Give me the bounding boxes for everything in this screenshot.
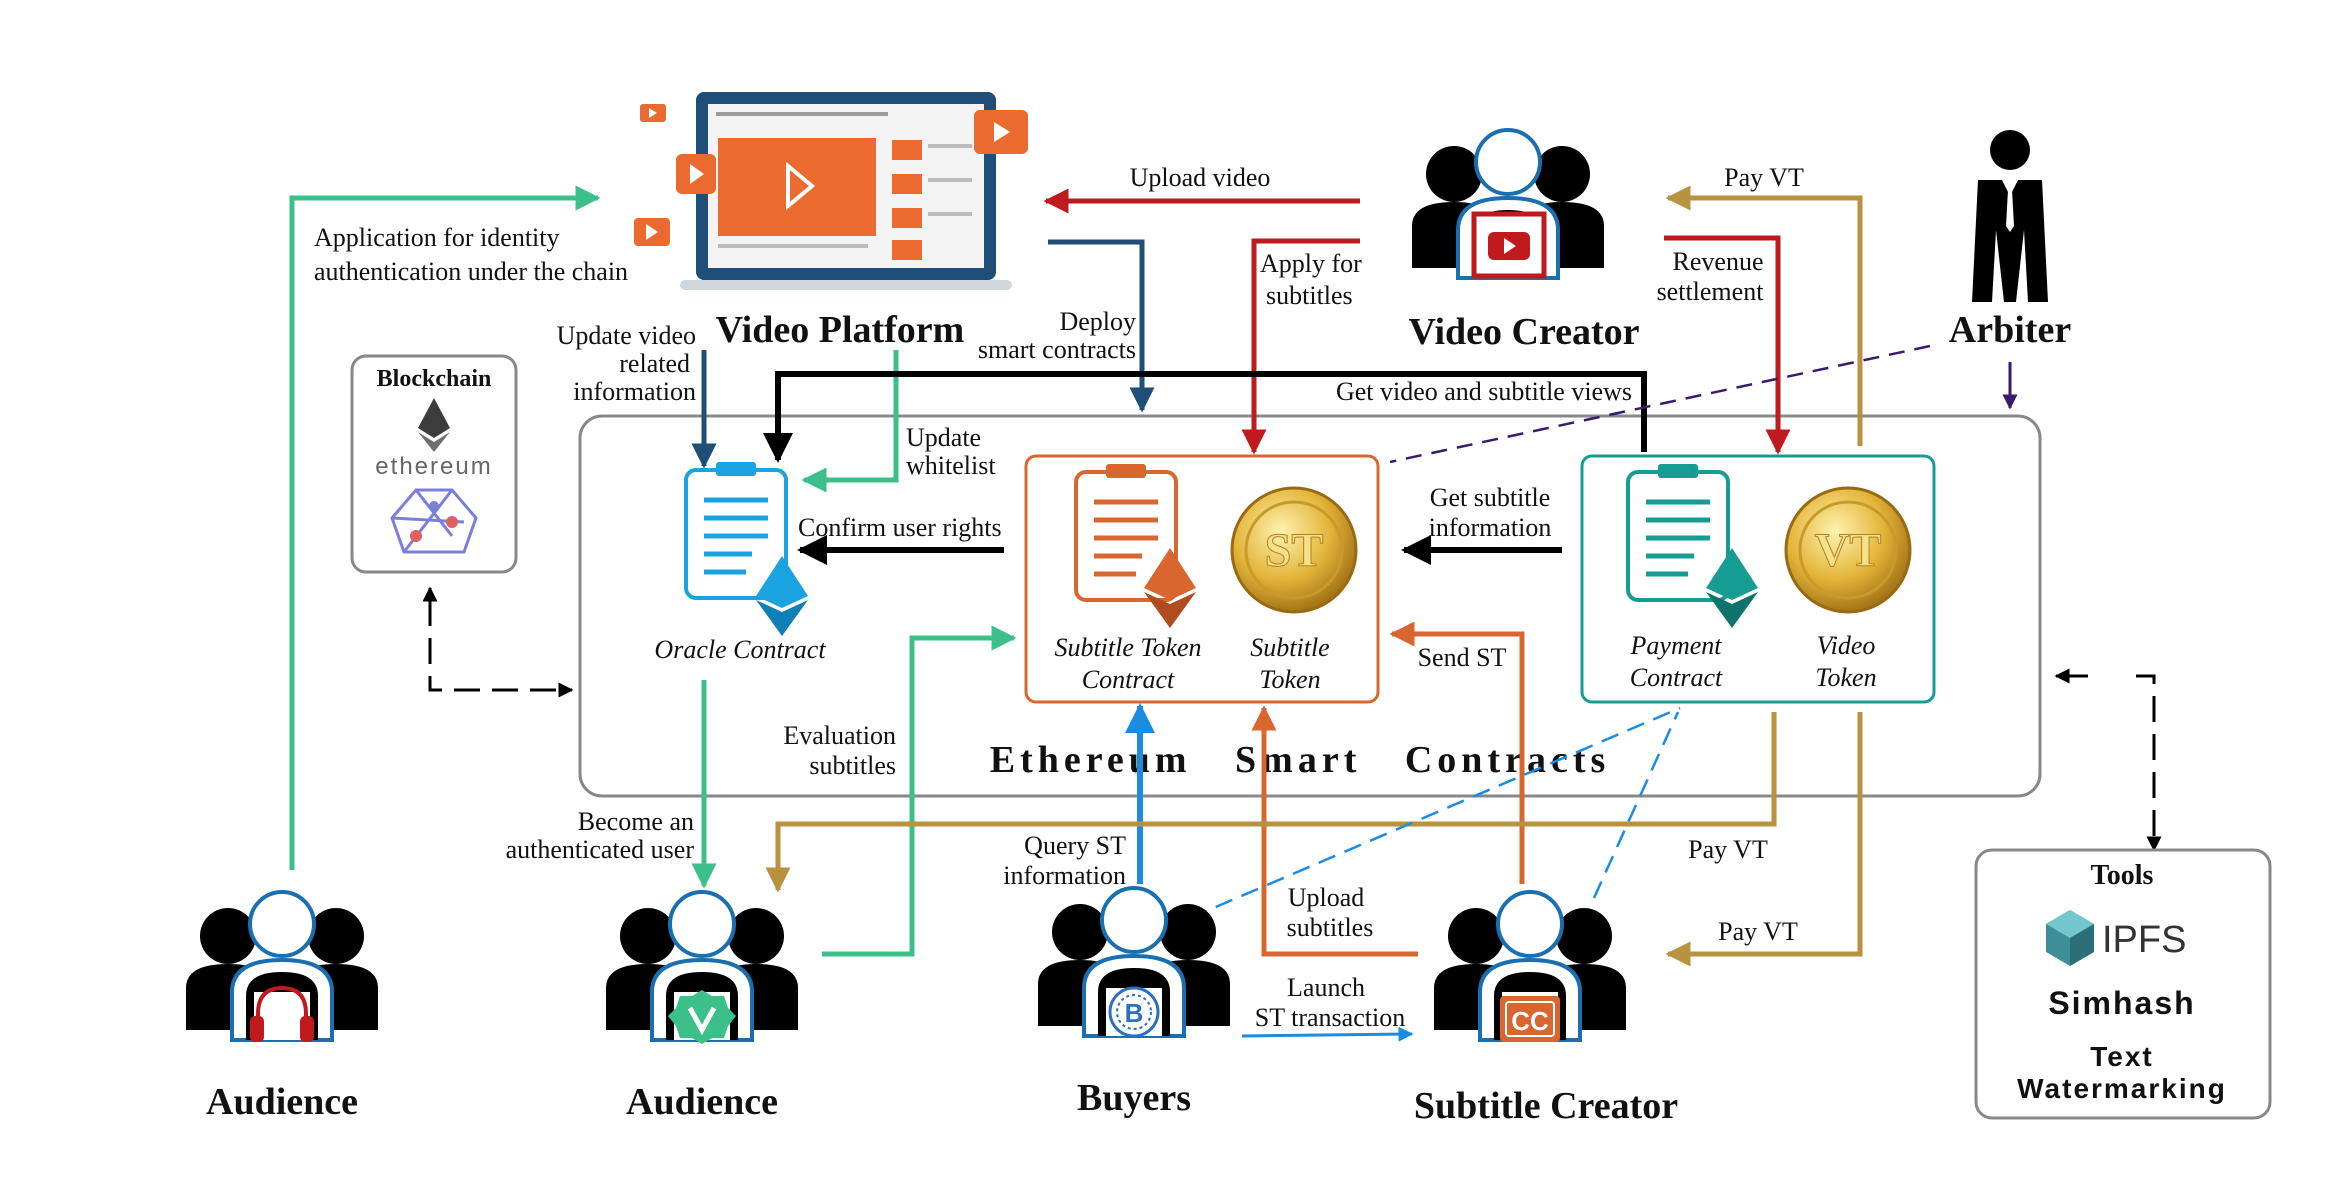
ipfs-cube-icon [2046,910,2094,966]
label-upload-subtitles-1: Upload [1288,883,1365,912]
vt-gold-coin-icon: VT [1784,486,1912,614]
label-update-video-3: information [573,377,696,406]
label-evaluation-2: subtitles [809,751,896,780]
ipfs-label: IPFS [2102,919,2186,961]
subtitle-creator-label: Subtitle Creator [1414,1085,1678,1127]
youtube-icon [1471,211,1547,279]
label-get-subtitle-info-1: Get subtitle [1430,483,1551,512]
label-revenue-1: Revenue [1673,247,1764,276]
edge-revenue-settlement [1664,235,1791,455]
edge-deploy-contracts [1048,239,1155,413]
edge-update-whitelist [801,350,899,493]
video-platform-label: Video Platform [716,309,965,351]
edge-buyers-dashed [1189,706,1681,920]
bitcoin-icon: B [1108,986,1160,1038]
video-creator-label: Video Creator [1408,311,1639,353]
label-app-identity-2: authentication under the chain [314,257,628,286]
edge-upload-subtitles [1251,705,1418,957]
label-pay-vt-mid: Pay VT [1688,835,1768,864]
label-pay-vt-bottom: Pay VT [1718,917,1798,946]
oracle-ether-diamond-icon [756,556,808,636]
vt-coin-text: VT [1815,524,1882,577]
label-update-whitelist-2: whitelist [906,451,996,480]
blockchain-title: Blockchain [377,366,492,392]
label-update-video-2: related [619,349,690,378]
label-confirm-rights: Confirm user rights [798,513,1002,542]
tools-title: Tools [2091,860,2154,891]
label-update-video-1: Update video [557,321,696,350]
audience-left-label: Audience [206,1081,358,1123]
edge-get-views [763,371,1647,463]
edge-apply-subtitles [1241,238,1360,455]
edge-pay-vt-mid [765,712,1777,893]
subtitle-token-contract-label-1: Subtitle Token [1054,633,1201,662]
edge-launch-st [1241,1026,1414,1042]
edge-application-identity [289,185,601,870]
label-upload-video: Upload video [1130,163,1271,192]
edge-pay-vt-bottom [1665,712,1863,967]
label-evaluation-1: Evaluation [783,721,896,750]
label-send-st: Send ST [1418,643,1507,672]
label-become-auth-2: authenticated user [506,835,695,864]
network-hexagon-icon [390,488,478,554]
video-token-label-2: Token [1815,663,1876,692]
edge-arbiter-dashed [1389,344,1931,464]
subtitle-token-label-1: Subtitle [1250,633,1329,662]
arbiter-person-icon [1972,130,2048,302]
laptop-video-icon [634,92,1028,290]
smart-contracts-title: Ethereum Smart Contracts [990,739,1611,781]
label-update-whitelist-1: Update [906,423,981,452]
buyers-label: Buyers [1077,1077,1191,1119]
edge-pay-vt-top [1665,185,1863,446]
edge-creator-dashed [1592,711,1680,899]
audience-mid-label: Audience [626,1081,778,1123]
smart-contracts-container [578,414,2042,798]
payment-contract-label-1: Payment [1630,631,1723,660]
label-become-auth-1: Become an [578,807,694,836]
label-pay-vt-top: Pay VT [1724,163,1804,192]
st-coin-text: ST [1265,524,1324,577]
headphones-icon [250,985,314,1042]
verified-badge-icon [668,990,736,1044]
label-revenue-2: settlement [1657,277,1765,306]
ethereum-text: ethereum [375,453,492,480]
oracle-contract-label: Oracle Contract [654,635,826,664]
tools-box [1974,848,2272,1120]
payment-ether-diamond-icon [1706,548,1758,628]
cc-icon: CC [1500,996,1560,1042]
subtitle-ether-diamond-icon [1144,548,1196,628]
label-upload-subtitles-2: subtitles [1287,913,1374,942]
video-token-label-1: Video [1817,631,1876,660]
label-get-subtitle-info-2: information [1429,513,1552,542]
svg-text:B: B [1125,998,1144,1028]
subtitle-token-label-2: Token [1259,665,1320,694]
label-app-identity-1: Application for identity [314,223,560,252]
label-apply-subtitles-2: subtitles [1266,281,1353,310]
label-get-views: Get video and subtitle views [1336,377,1632,406]
edge-tools-link [2136,674,2162,852]
label-launch-2: ST transaction [1255,1003,1405,1032]
label-query-st-1: Query ST [1024,831,1126,860]
audience-left-icon [184,890,380,1042]
payment-contract-label-2: Contract [1630,663,1723,692]
label-launch-1: Launch [1287,973,1365,1002]
label-apply-subtitles-1: Apply for [1260,249,1362,278]
edge-send-st [1389,621,1525,884]
simhash-label: Simhash [2048,985,2195,1021]
label-deploy-1: Deploy [1059,307,1136,336]
watermark-label-line1: Text [2090,1041,2154,1072]
watermark-label-line2: Watermarking [2017,1073,2227,1104]
subtitle-token-contract-label-2: Contract [1082,665,1175,694]
svg-text:CC: CC [1511,1006,1549,1036]
edge-blockchain-link [428,600,574,698]
st-gold-coin-icon: ST [1230,486,1358,614]
ethereum-logo-icon [418,398,450,452]
label-deploy-2: smart contracts [978,335,1136,364]
edge-evaluation-subtitles [822,625,1017,957]
label-query-st-2: information [1003,861,1126,890]
arbiter-label: Arbiter [1949,309,2072,351]
